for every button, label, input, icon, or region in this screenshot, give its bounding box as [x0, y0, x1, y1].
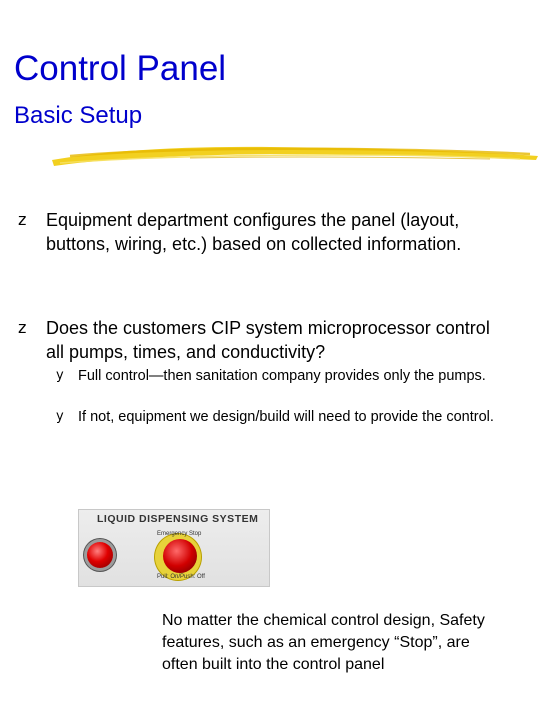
emergency-stop-label: Emergency Stop [157, 531, 202, 537]
panel-header-label: LIQUID DISPENSING SYSTEM [97, 513, 259, 525]
emergency-stop-button-icon [163, 539, 197, 573]
page-title: Control Panel [14, 49, 227, 88]
control-panel-photo: LIQUID DISPENSING SYSTEM Emergency Stop … [78, 509, 270, 587]
bullet-marker: z [18, 318, 27, 337]
pull-push-label: Pull: On/Push: Off [157, 574, 205, 580]
page-subtitle: Basic Setup [14, 102, 143, 129]
bullet-item: z Equipment department configures the pa… [18, 209, 498, 257]
sub-bullet-item: y If not, equipment we design/build will… [56, 408, 496, 427]
bullet-item: z Does the customers CIP system micropro… [18, 317, 498, 365]
bullet-text: Does the customers CIP system microproce… [46, 318, 490, 362]
sub-bullet-text: Full control—then sanitation company pro… [78, 368, 486, 384]
photo-caption: No matter the chemical control design, S… [162, 612, 485, 674]
sub-bullet-marker: y [56, 368, 64, 383]
brush-stroke-divider [52, 146, 538, 166]
bullet-marker: z [18, 210, 27, 229]
sub-bullet-item: y Full control—then sanitation company p… [56, 367, 496, 386]
bullet-text: Equipment department configures the pane… [46, 210, 462, 254]
pilot-light-icon [87, 542, 113, 568]
sub-bullet-text: If not, equipment we design/build will n… [78, 409, 494, 425]
sub-bullet-marker: y [56, 409, 64, 424]
